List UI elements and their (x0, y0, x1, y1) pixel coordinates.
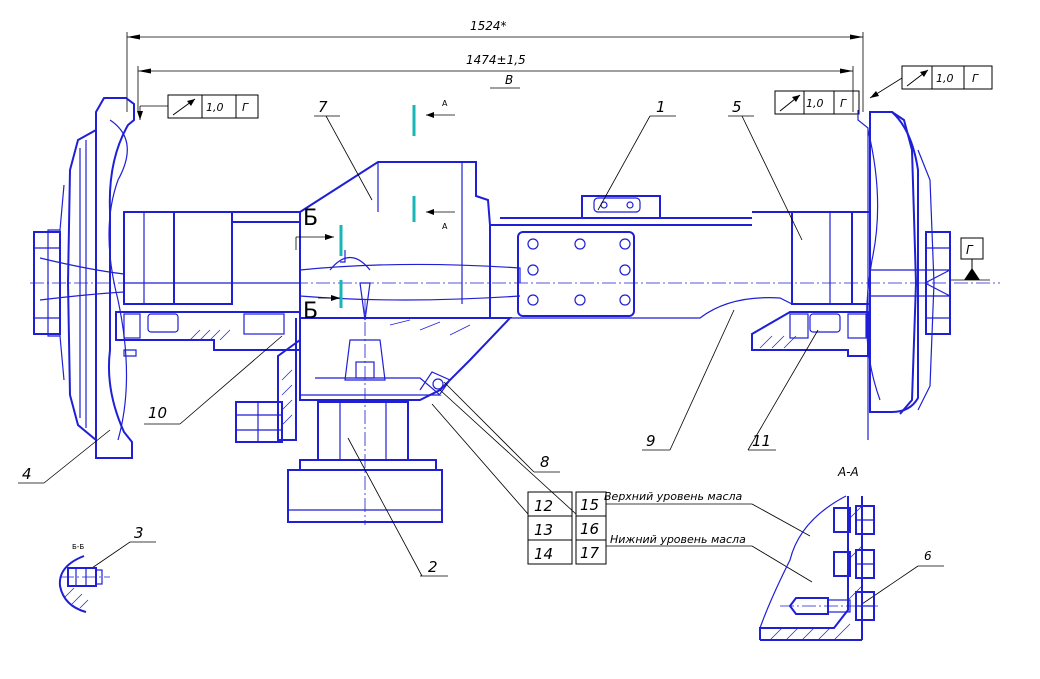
section-a-a-view: А-А (759, 465, 878, 641)
overall-length-dimension: 1524* (126, 19, 864, 112)
runout-frame-center-right: 1,0 Г (774, 90, 860, 115)
lower-oil-level-note: Нижний уровень масла (610, 533, 746, 546)
callout-12: 12 (534, 497, 553, 515)
section-b-b-title: Б-Б (72, 543, 84, 551)
left-wheel (33, 97, 135, 459)
datum-g-label: Г (966, 243, 974, 257)
callout-5-label: 5 (732, 98, 742, 116)
inspection-cover (517, 231, 635, 317)
callout-9: 9 (642, 309, 735, 451)
overall-length-value: 1524* (470, 19, 507, 33)
base-letter: В (505, 73, 513, 87)
callout-7: 7 (314, 98, 373, 201)
callout-5: 5 (728, 98, 803, 241)
section-b-bottom-label: Б (303, 299, 318, 324)
runout-frame-left: 1,0 Г (137, 94, 259, 120)
axle-housing (123, 211, 871, 319)
section-b-marks: Б Б (295, 206, 343, 324)
track-width-dimension: 1474±1,5 В (137, 53, 854, 112)
right-hub-section (751, 311, 869, 357)
callout-13: 13 (534, 521, 553, 539)
runout-frame-right: 1,0 Г (869, 65, 993, 99)
callout-6: 6 (861, 549, 944, 605)
callout-17: 17 (580, 544, 600, 562)
callout-10: 10 (144, 335, 283, 425)
section-a-marks: А А (412, 99, 455, 231)
callout-10-label: 10 (148, 404, 167, 422)
callout-16: 16 (580, 520, 599, 538)
callout-11: 11 (747, 329, 819, 451)
runout-right-value: 1,0 (936, 72, 954, 85)
runout-left-value: 1,0 (206, 101, 224, 114)
runout-mid-value: 1,0 (806, 97, 824, 110)
callout-4: 4 (18, 429, 111, 484)
callout-15: 15 (580, 496, 599, 514)
upper-oil-level-note: Верхний уровень масла (604, 490, 743, 503)
section-a-bottom-label: А (442, 222, 448, 231)
callout-2: 2 (347, 437, 448, 577)
section-b-b-view: Б-Б (58, 543, 110, 613)
callout-4-label: 4 (22, 465, 32, 483)
axle-assembly (30, 97, 1000, 525)
callout-3-label: 3 (134, 524, 144, 542)
callout-6-label: 6 (924, 549, 932, 563)
callout-1-label: 1 (656, 98, 666, 116)
section-b-top-label: Б (303, 206, 318, 231)
section-a-top-label: А (442, 99, 448, 108)
section-a-a-title: А-А (837, 465, 859, 479)
callout-7-label: 7 (318, 98, 328, 116)
callout-table-right: 15 16 17 Верхний уровень масла Нижний ур… (575, 490, 813, 583)
callout-14: 14 (534, 545, 553, 563)
callout-table-left: 12 13 14 (527, 491, 573, 565)
left-hub-section (115, 311, 301, 357)
runout-right-datum: Г (972, 72, 979, 85)
callout-8: 8 (443, 381, 560, 473)
callout-9-label: 9 (646, 432, 656, 450)
callout-1: 1 (597, 98, 676, 211)
callout-3: 3 (91, 524, 156, 569)
callout-8-label: 8 (540, 453, 550, 471)
mounting-bracket (574, 195, 668, 219)
track-width-value: 1474±1,5 (466, 53, 526, 67)
callout-2-label: 2 (428, 558, 438, 576)
right-wheel (857, 110, 951, 440)
datum-g-marker: Г (950, 237, 990, 281)
callout-11-label: 11 (752, 432, 771, 450)
runout-mid-datum: Г (840, 97, 847, 110)
callout-table-leaders (431, 389, 577, 515)
runout-left-datum: Г (242, 101, 249, 114)
